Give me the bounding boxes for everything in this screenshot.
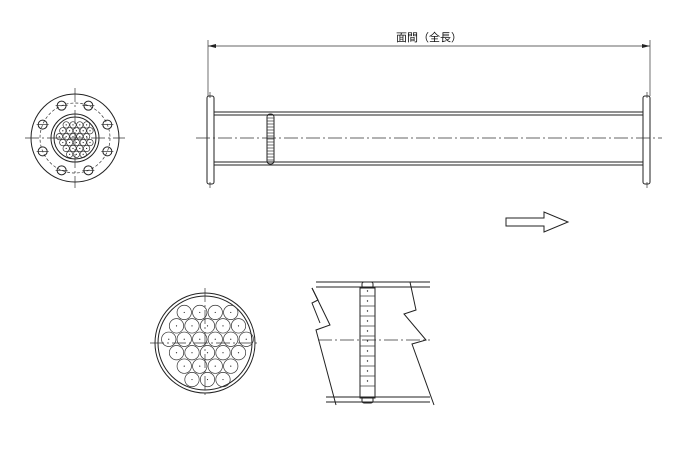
tube [86, 139, 94, 147]
tube [69, 144, 77, 152]
tube [62, 133, 70, 141]
tube [66, 127, 74, 135]
tube [59, 139, 67, 147]
tube [69, 133, 77, 141]
tube [79, 139, 87, 147]
tube [207, 331, 223, 347]
tube [72, 127, 80, 135]
overall-length-dimension: 面間（全長） [207, 30, 651, 96]
tube [79, 150, 87, 158]
tube [76, 121, 84, 129]
flange-end-view [25, 88, 125, 188]
tube [199, 345, 216, 361]
tube [207, 358, 223, 374]
tube [72, 139, 80, 147]
tube [72, 150, 80, 158]
tube [230, 318, 247, 334]
tube [176, 304, 192, 320]
baffle-detail-view [311, 281, 435, 406]
tube [223, 358, 239, 374]
tube [76, 133, 84, 141]
tube [223, 304, 239, 320]
tube [83, 133, 91, 141]
tube [192, 331, 208, 347]
tube [192, 304, 208, 320]
tube [184, 371, 200, 388]
tube [176, 331, 192, 347]
tube [69, 121, 77, 129]
tube-bundle-section [150, 288, 260, 398]
tube [184, 318, 200, 334]
left-flange [206, 95, 215, 185]
tube [215, 345, 231, 361]
tube [66, 150, 74, 158]
flow-direction-arrow [505, 211, 570, 233]
tube [184, 345, 200, 361]
tube [168, 345, 185, 361]
tube [76, 144, 84, 152]
tube [215, 318, 231, 334]
tube [176, 358, 192, 374]
dimension-label: 面間（全長） [396, 30, 462, 44]
tube [86, 127, 94, 135]
tube [62, 144, 70, 152]
tube [79, 127, 87, 135]
tube [161, 331, 177, 347]
tube [55, 133, 63, 141]
tube [223, 331, 239, 347]
tube [59, 127, 67, 135]
tube [192, 358, 208, 374]
tube [207, 304, 223, 320]
tube [215, 371, 231, 388]
tube [199, 318, 216, 334]
main-side-view [196, 92, 662, 188]
tube [83, 121, 91, 129]
right-flange [642, 95, 651, 185]
tube [238, 331, 254, 347]
tube [199, 371, 216, 388]
tube [66, 139, 74, 147]
tube [230, 345, 247, 361]
tube [62, 121, 70, 129]
tube [83, 144, 91, 152]
tube [168, 318, 185, 334]
